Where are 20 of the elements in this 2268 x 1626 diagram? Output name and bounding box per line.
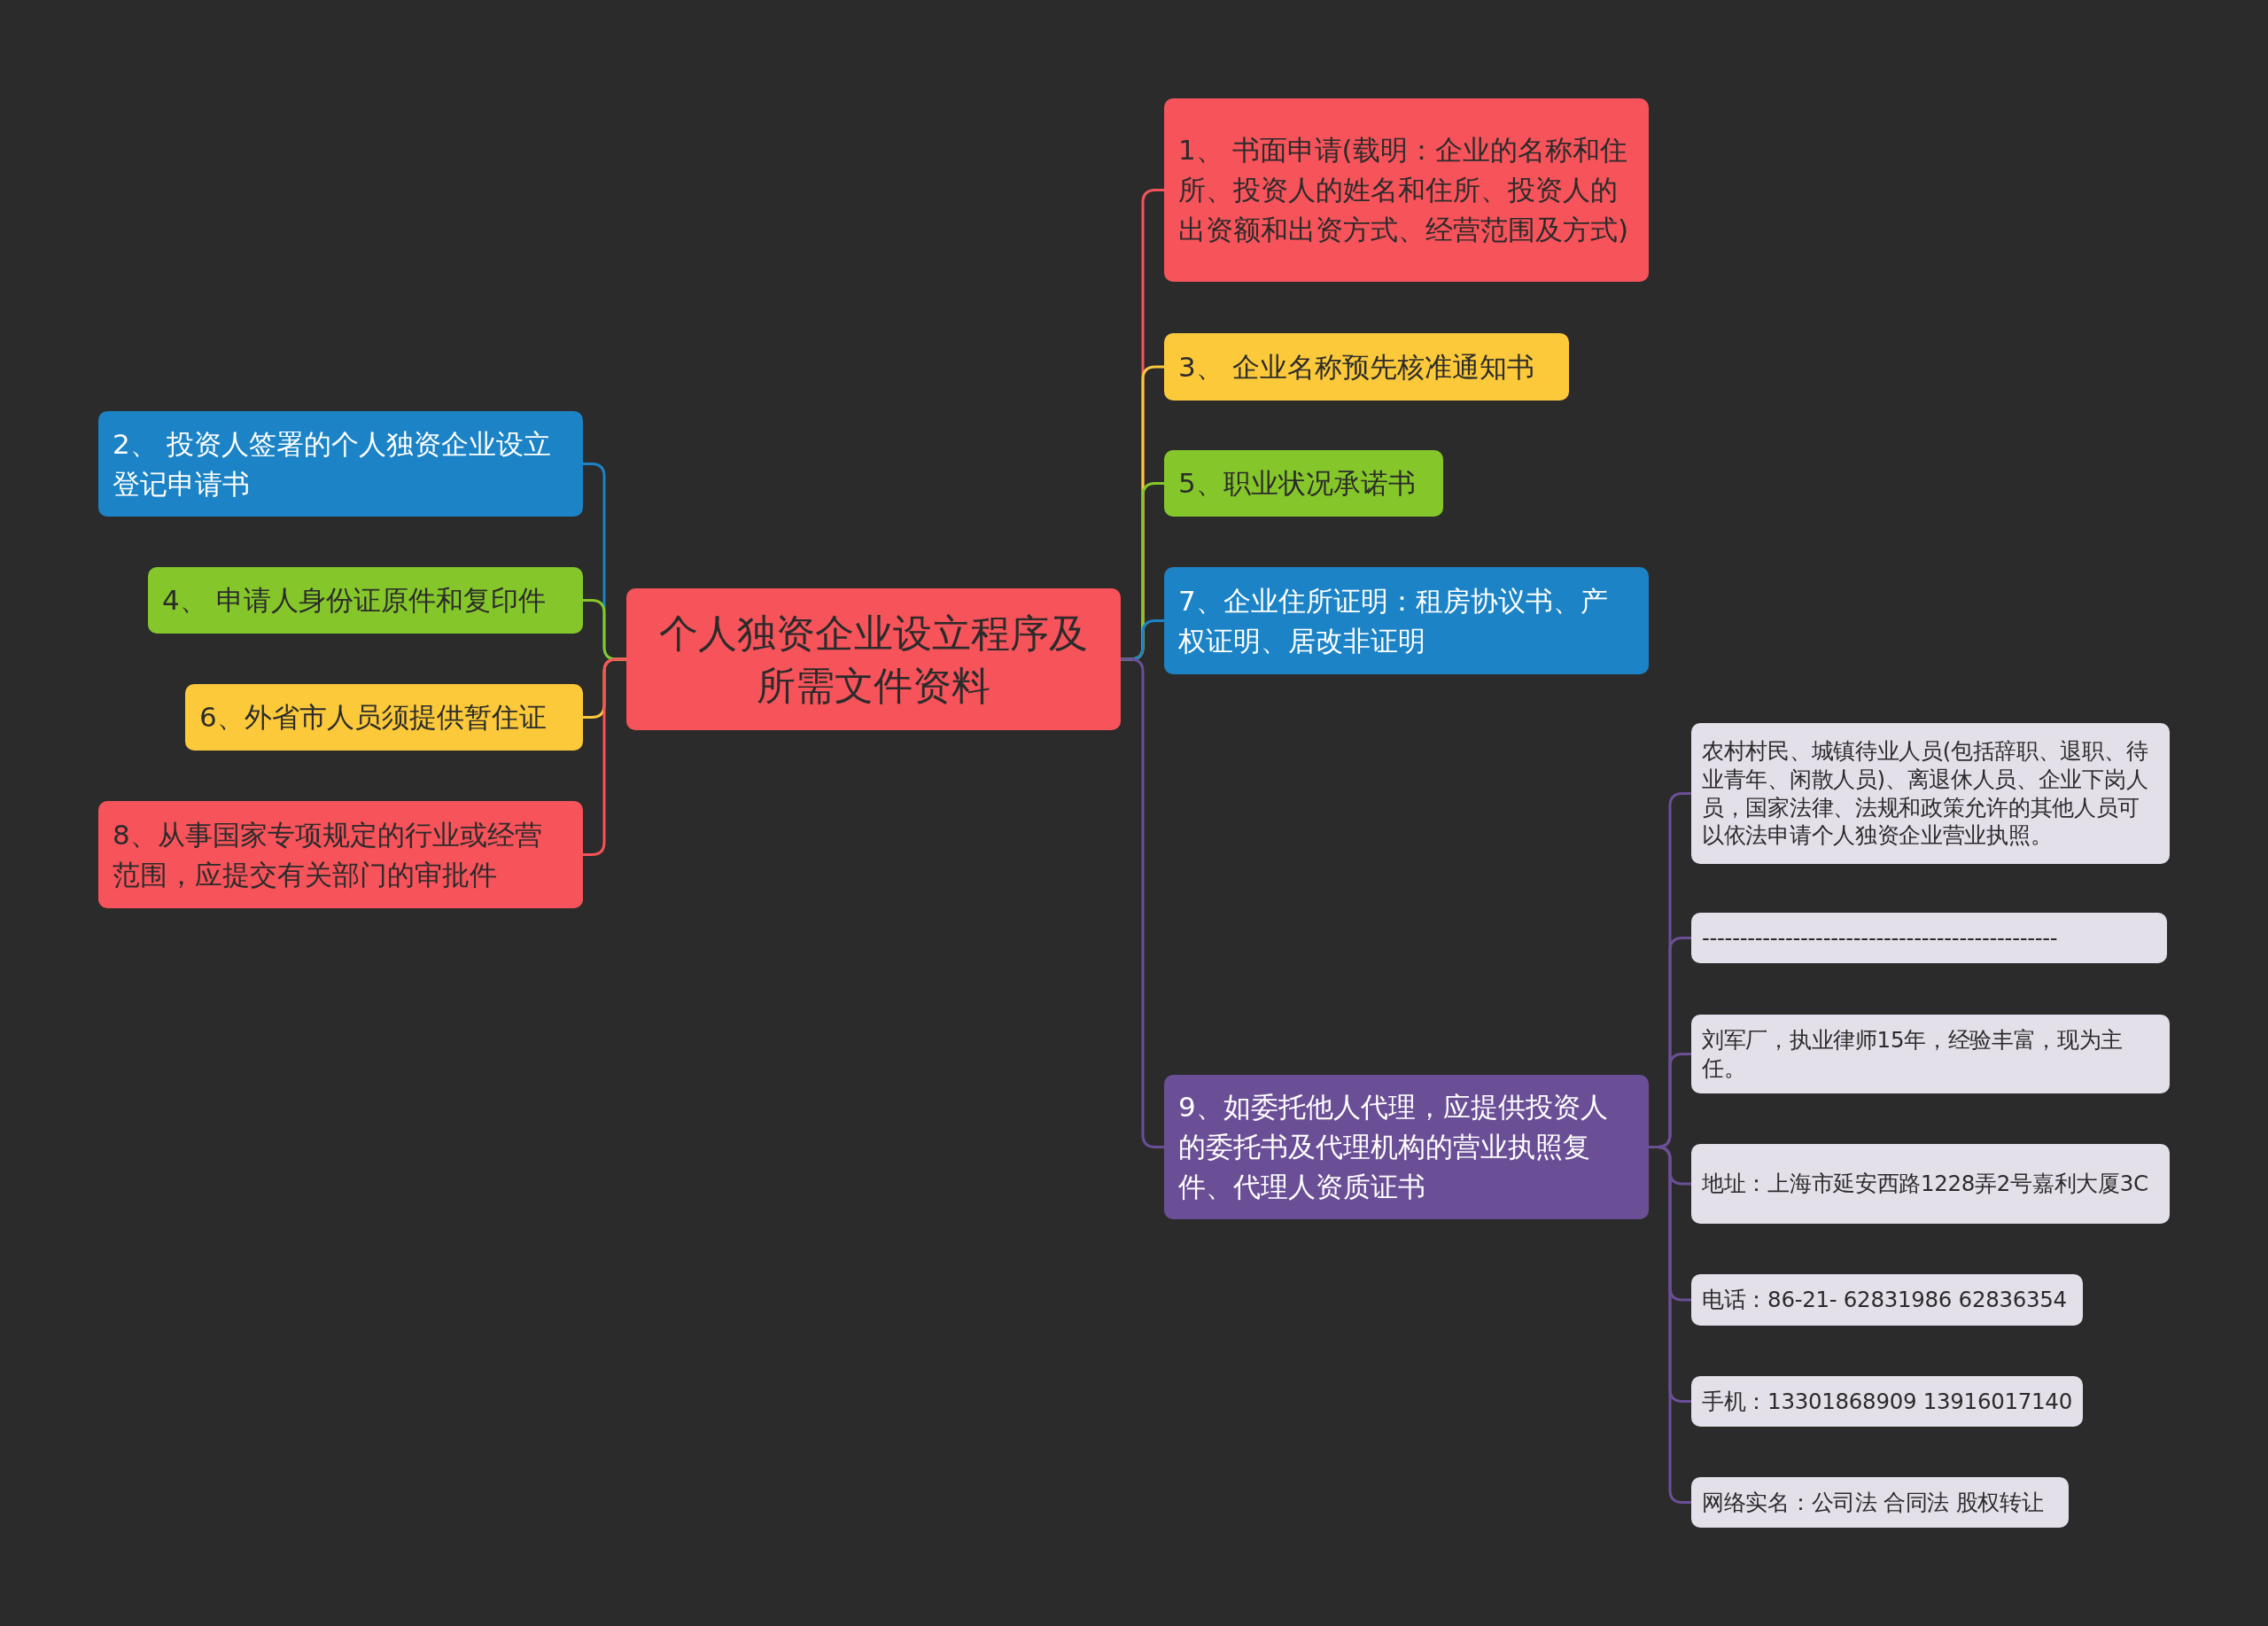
connector-line (1121, 657, 1164, 1148)
topic-box: 2、 投资人签署的个人独资企业设立登记申请书 (98, 411, 583, 517)
note-box: 刘军厂，执业律师15年，经验丰富，现为主任。 (1691, 1015, 2170, 1093)
note-box: 手机：13301868909 13916017140 (1691, 1376, 2083, 1427)
topic-box: 3、 企业名称预先核准通知书 (1164, 333, 1569, 401)
connector-line (583, 657, 626, 856)
topic-box: 6、外省市人员须提供暂住证 (185, 684, 583, 751)
topic-box: 7、企业住所证明：租房协议书、产权证明、居改非证明 (1164, 567, 1649, 674)
note-box: ----------------------------------------------- (1691, 913, 2167, 963)
note-box: 农村村民、城镇待业人员(包括辞职、退职、待业青年、闲散人员)、离退休人员、企业下岗人员，国家法律、法规和政策允许的其他人员可以依法申请个人独资企业营业执照。 (1691, 723, 2170, 864)
connector-line (1649, 1146, 1691, 1504)
central-topic-box: 个人独资企业设立程序及所需文件资料 (626, 588, 1121, 730)
note-box: 电话：86-21- 62831986 62836354 (1691, 1274, 2083, 1326)
topic-box: 8、从事国家专项规定的行业或经营范围，应提交有关部门的审批件 (98, 801, 583, 908)
topic-box: 1、 书面申请(载明：企业的名称和住所、投资人的姓名和住所、投资人的出资额和出资方式、经营范围及方式) (1164, 98, 1649, 282)
topic-box: 9、如委托他人代理，应提供投资人的委托书及代理机构的营业执照复件、代理人资质证书 (1164, 1075, 1649, 1219)
note-box: 网络实名：公司法 合同法 股权转让 (1691, 1477, 2069, 1528)
note-box: 地址：上海市延安西路1228弄2号嘉利大厦3C (1691, 1144, 2170, 1224)
topic-box: 4、 申请人身份证原件和复印件 (148, 567, 583, 634)
topic-box: 5、职业状况承诺书 (1164, 450, 1443, 517)
